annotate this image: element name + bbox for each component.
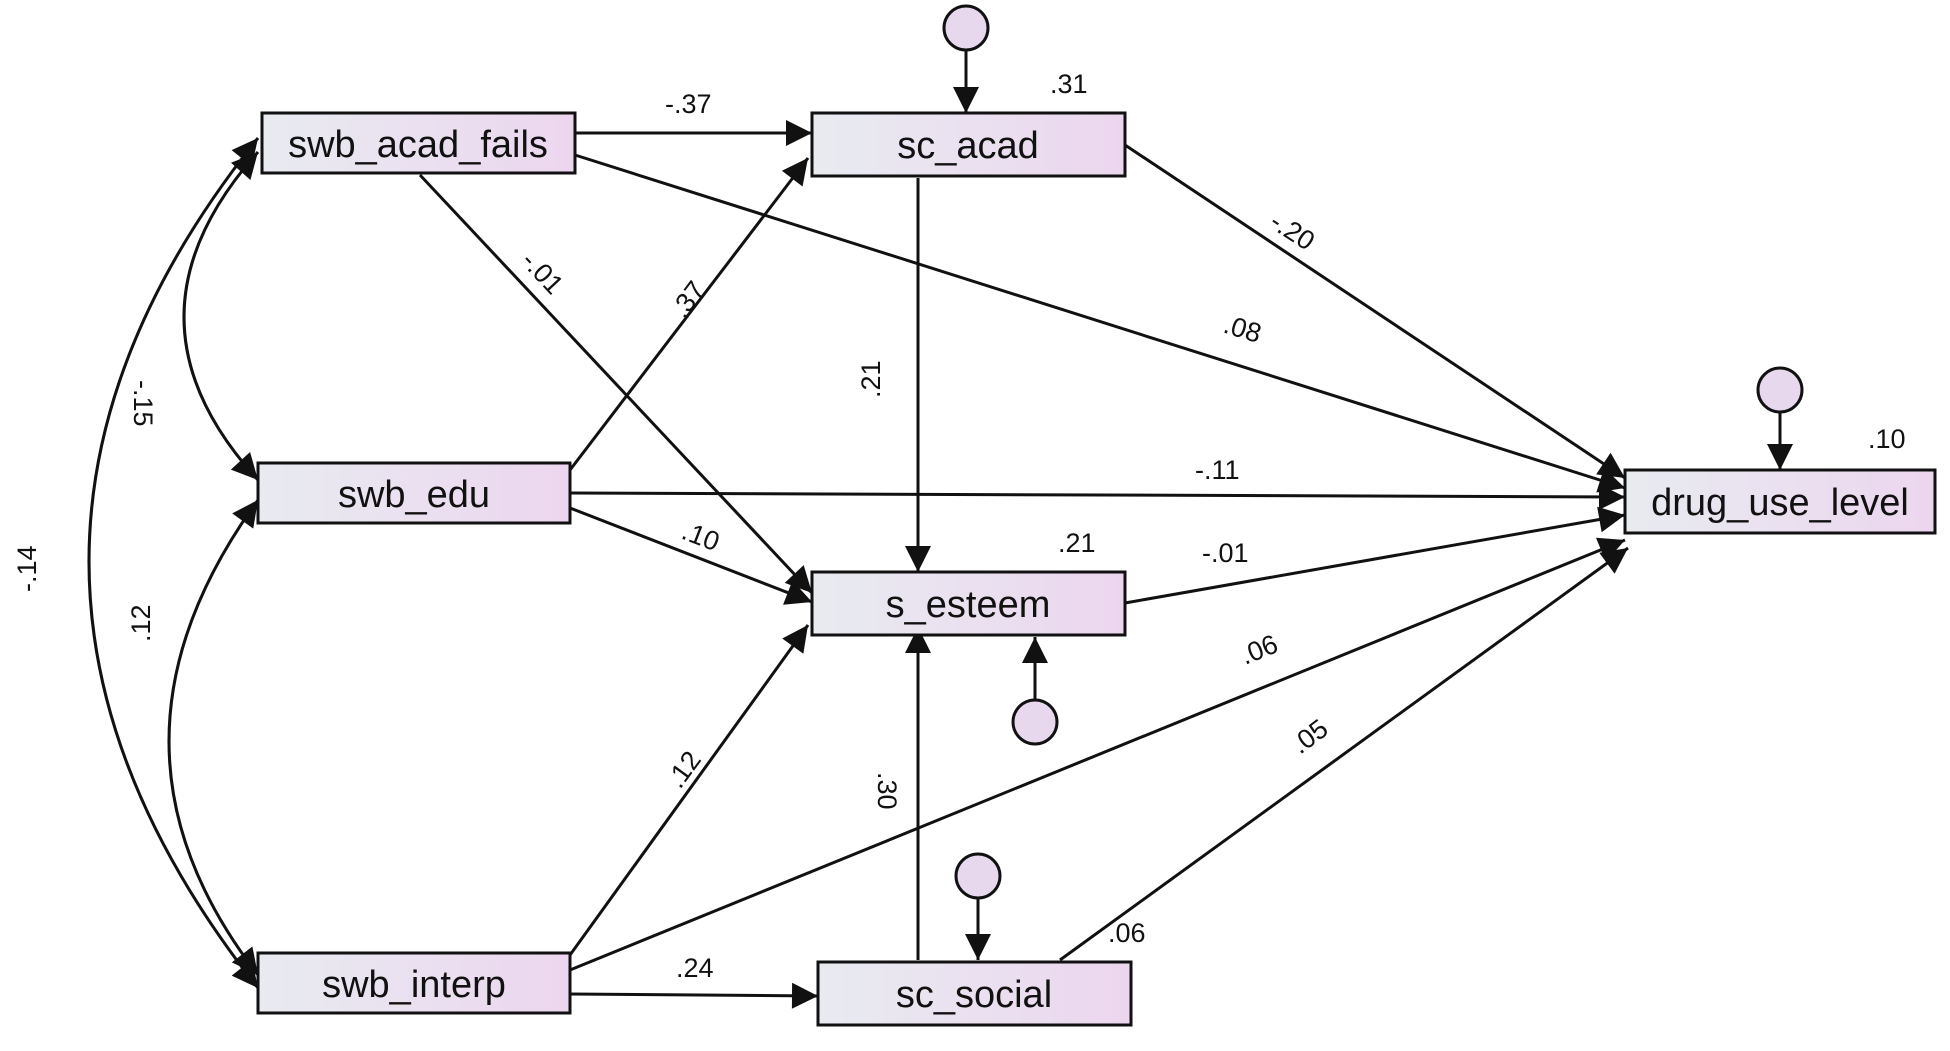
arrow-sc-acad-to-drug (1124, 143, 1626, 480)
coef-sc-acad-to-drug: -.20 (1265, 206, 1320, 257)
node-label: drug_use_level (1651, 482, 1909, 524)
coef-edu-to-s-esteem: .10 (678, 516, 724, 557)
arrow-edu-to-drug (569, 483, 1626, 510)
cov-label-acad-fails-edu: -.15 (128, 380, 158, 427)
error-circle-sc-acad (942, 4, 990, 52)
coef-acad-fails-to-drug: .08 (1220, 309, 1265, 349)
covariance-acad-fails-edu (182, 151, 260, 482)
arrow-edu-to-sc-acad (568, 157, 810, 471)
r-squared-sc-acad: .31 (1050, 69, 1088, 99)
r-squared-s-esteem: .21 (1058, 528, 1096, 558)
cov-label-edu-interp: .12 (126, 604, 156, 642)
coef-edu-to-sc-acad: .37 (665, 276, 712, 324)
covariance-edu-interp (167, 499, 260, 976)
arrow-s-esteem-to-drug (1124, 506, 1626, 605)
coef-s-esteem-to-drug: -.01 (1202, 538, 1249, 568)
node-swb-interp: swb_interp (256, 951, 572, 1015)
node-s-esteem: s_esteem (810, 570, 1127, 637)
arrow-sc-social-to-drug (1059, 546, 1629, 962)
node-label: swb_interp (322, 964, 506, 1006)
node-label: swb_edu (338, 474, 490, 516)
coef-sc-social-to-drug: .05 (1286, 713, 1334, 760)
node-swb-acad-fails: swb_acad_fails (260, 111, 577, 175)
node-sc-acad: sc_acad (810, 111, 1127, 178)
coef-interp-to-drug: .06 (1236, 629, 1282, 671)
r-squared-sc-social: .06 (1108, 918, 1146, 948)
coef-sc-social-to-s-esteem: .30 (872, 772, 902, 810)
error-circle-sc-social (954, 852, 1002, 900)
node-label: swb_acad_fails (288, 124, 548, 166)
arrow-acad-fails-to-drug (574, 153, 1626, 493)
coef-interp-to-s-esteem: .12 (661, 746, 707, 794)
error-circle-drug-use (1756, 366, 1804, 414)
node-label: sc_acad (897, 125, 1039, 167)
arrow-interp-to-sc-social (569, 982, 819, 1009)
error-circle-s-esteem (1011, 698, 1059, 746)
coef-acad-fails-to-sc-acad: -.37 (665, 89, 712, 119)
node-drug-use-level: drug_use_level (1623, 468, 1937, 535)
covariance-acad-fails-interp (87, 137, 260, 989)
coef-acad-fails-to-s-esteem: -.01 (516, 246, 570, 300)
node-label: sc_social (896, 974, 1052, 1016)
coef-interp-to-sc-social: .24 (676, 953, 714, 983)
node-sc-social: sc_social (816, 960, 1133, 1027)
arrow-interp-to-s-esteem (568, 624, 810, 956)
coef-edu-to-drug: -.11 (1195, 455, 1240, 485)
node-label: s_esteem (886, 584, 1051, 626)
r-squared-drug-use: .10 (1868, 424, 1906, 454)
cov-label-acad-fails-interp: -.14 (12, 545, 42, 592)
arrow-interp-to-drug (569, 537, 1626, 972)
arrow-edu-to-s-esteem (569, 506, 813, 605)
node-swb-edu: swb_edu (256, 461, 572, 525)
arrow-acad-fails-to-s-esteem (418, 173, 814, 595)
coef-sc-acad-to-s-esteem: .21 (856, 360, 886, 398)
